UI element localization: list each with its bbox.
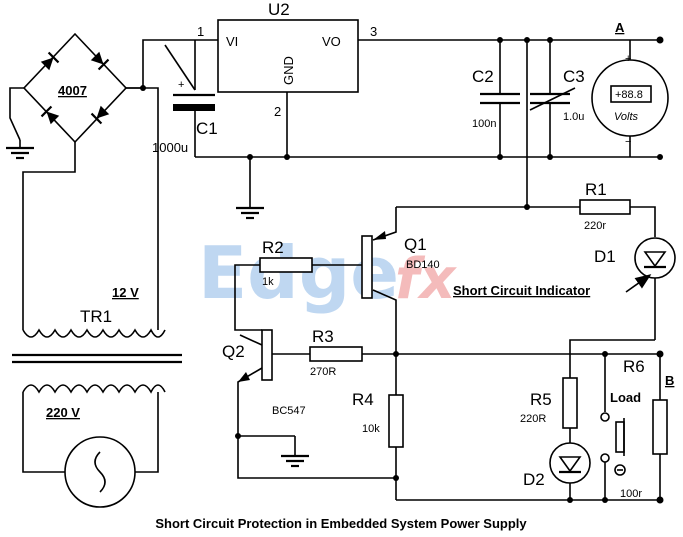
c2-value: 100n [472, 118, 496, 130]
transformer-ref: TR1 [80, 307, 112, 326]
indicator-label: Short Circuit Indicator [453, 283, 590, 298]
r2-ref: R2 [262, 238, 284, 257]
transformer-secondary: 12 V [112, 285, 139, 300]
u2-pin2: 2 [274, 104, 281, 119]
r6-ref: R6 [623, 357, 645, 376]
capacitor-c2: C2 100n [472, 40, 520, 157]
r3-value: 270R [310, 366, 336, 378]
diagram-caption: Short Circuit Protection in Embedded Sys… [155, 516, 527, 531]
r1-value: 220r [584, 220, 606, 232]
input-line [126, 39, 218, 91]
capacitor-c3: C3 1.0u [529, 40, 585, 157]
u2-gnd: GND [281, 56, 296, 85]
voltmeter-unit: Volts [614, 111, 639, 123]
c1-value: 1000u [152, 140, 188, 155]
transistor-q2: Q2 BC547 [222, 329, 310, 436]
c3-ref: C3 [563, 67, 585, 86]
u2-vo: VO [322, 34, 341, 49]
led-d2: D2 [523, 428, 591, 500]
d2-ref: D2 [523, 470, 545, 489]
load-switch: Load [600, 354, 641, 500]
q2-ref: Q2 [222, 342, 245, 361]
voltmeter-reading: +88.8 [615, 89, 643, 101]
indicator-callout: Short Circuit Indicator [453, 274, 652, 298]
terminal-b: B [665, 373, 674, 388]
r5-value: 220R [520, 413, 546, 425]
c2-ref: C2 [472, 67, 494, 86]
r5-ref: R5 [530, 390, 552, 409]
svg-text:+: + [178, 79, 184, 91]
bottom-rail [393, 475, 664, 504]
regulator-u2: U2 VI VO GND 1 2 3 [197, 0, 377, 157]
r4-ref: R4 [352, 390, 374, 409]
r6-value: 100r [620, 488, 642, 500]
voltmeter: +88.8 Volts + − [591, 40, 669, 157]
r1-ref: R1 [585, 180, 607, 199]
resistor-r3: R3 270R [309, 327, 664, 378]
c3-value: 1.0u [563, 111, 584, 123]
resistor-r2: R2 1k [234, 238, 313, 331]
load-label: Load [610, 390, 641, 405]
resistor-r6: R6 100r B [620, 354, 674, 500]
u2-vi: VI [226, 34, 238, 49]
voltmeter-minus: − [625, 136, 631, 148]
led-d1: D1 [594, 237, 676, 340]
u2-pin1: 1 [197, 24, 204, 39]
q1-ref: Q1 [404, 235, 427, 254]
transistor-q1: Q1 BD140 [312, 40, 580, 354]
ac-source [64, 436, 136, 508]
bridge-rectifier: 4007 [22, 32, 128, 144]
transformer-primary: 220 V [46, 405, 80, 420]
resistor-r1: R1 220r [579, 180, 656, 237]
r2-value: 1k [262, 276, 274, 288]
output-rail: A [358, 20, 664, 44]
capacitor-c1: + C1 1000u [152, 40, 218, 157]
r3-ref: R3 [312, 327, 334, 346]
r4-value: 10k [362, 423, 380, 435]
q1-part: BD140 [406, 259, 440, 271]
c1-ref: C1 [196, 119, 218, 138]
ground-symbol-bridge [6, 87, 34, 160]
u2-ref: U2 [268, 0, 290, 19]
bridge-label: 4007 [58, 83, 87, 98]
voltmeter-plus: + [625, 53, 631, 65]
resistor-r4: R4 10k [352, 354, 404, 500]
u2-pin3: 3 [370, 24, 377, 39]
d1-ref: D1 [594, 247, 616, 266]
ground-symbol-q2 [235, 433, 396, 479]
q2-part: BC547 [272, 405, 306, 417]
ground-rail [195, 154, 663, 220]
watermark-suffix: fx [395, 247, 457, 312]
terminal-a: A [615, 20, 625, 35]
